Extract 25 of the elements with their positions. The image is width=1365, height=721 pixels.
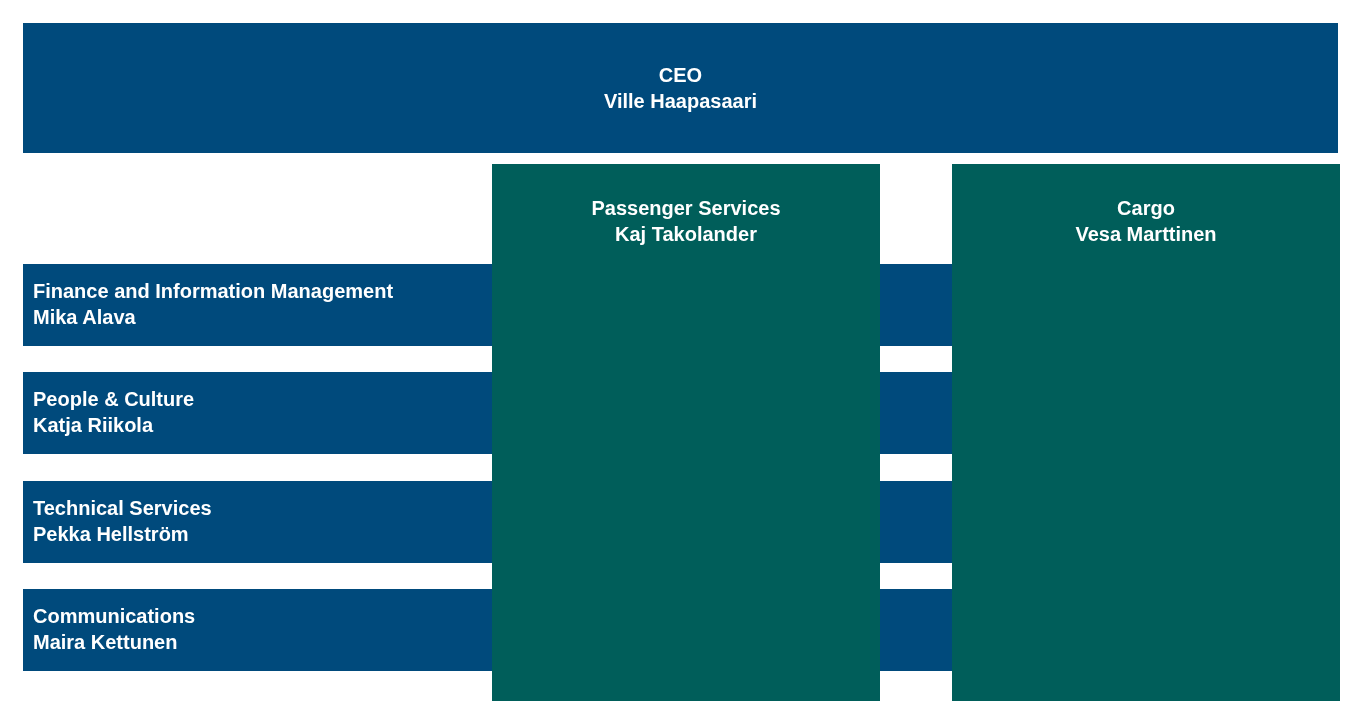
unit-title: Communications bbox=[33, 604, 197, 629]
person-name: Vesa Marttinen bbox=[1074, 222, 1218, 247]
person-name: Kaj Takolander bbox=[614, 222, 758, 247]
person-name: Ville Haapasaari bbox=[602, 89, 759, 114]
function-bar-segment bbox=[880, 589, 952, 671]
executive-box bbox=[23, 23, 1338, 153]
person-name: Katja Riikola bbox=[33, 413, 155, 438]
unit-title: CEO bbox=[657, 63, 704, 88]
business-unit-panel bbox=[492, 164, 880, 701]
unit-title: Passenger Services bbox=[590, 196, 782, 221]
unit-title: Finance and Information Management bbox=[33, 279, 395, 304]
business-unit-panel bbox=[952, 164, 1340, 701]
unit-title: Technical Services bbox=[33, 496, 213, 521]
person-name: Mika Alava bbox=[33, 305, 137, 330]
person-name: Pekka Hellström bbox=[33, 522, 190, 547]
function-bar-segment bbox=[880, 481, 952, 563]
function-bar bbox=[23, 372, 492, 454]
function-bar bbox=[23, 264, 492, 346]
function-bar-segment bbox=[880, 372, 952, 454]
person-name: Maira Kettunen bbox=[33, 630, 179, 655]
unit-title: Cargo bbox=[1116, 196, 1176, 221]
function-bar-segment bbox=[880, 264, 952, 346]
function-bar bbox=[23, 481, 492, 563]
unit-title: People & Culture bbox=[33, 387, 196, 412]
function-bar bbox=[23, 589, 492, 671]
